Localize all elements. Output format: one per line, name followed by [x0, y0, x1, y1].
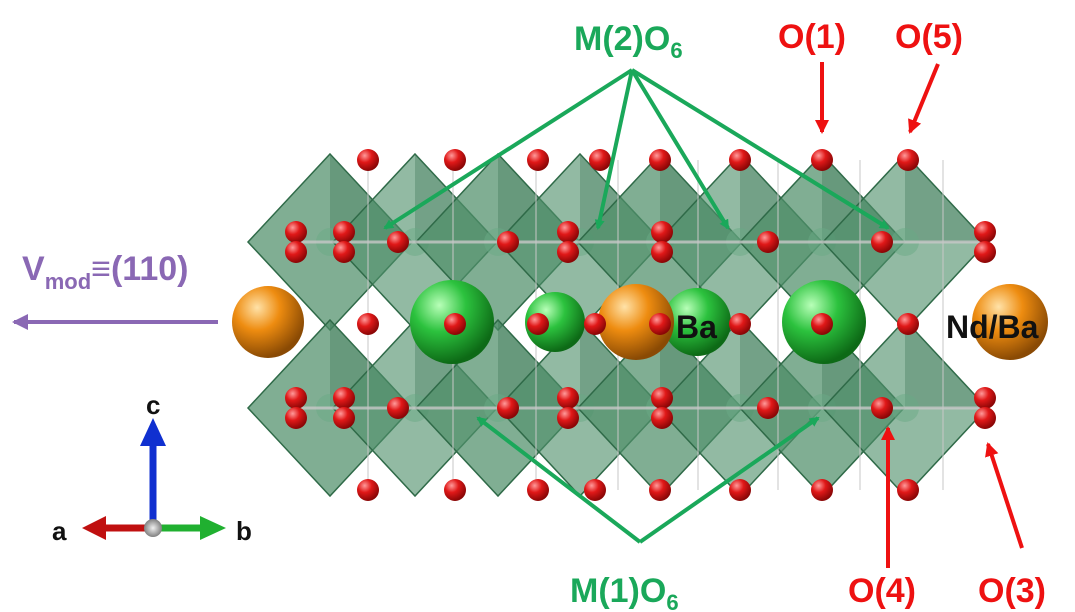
- oxygen-atom: [557, 387, 579, 409]
- oxygen-atom: [527, 313, 549, 335]
- oxygen-atom: [811, 313, 833, 335]
- oxygen-atom: [557, 221, 579, 243]
- ba-atom: [525, 292, 585, 352]
- oxygen-atom: [333, 221, 355, 243]
- nd-ba-atom: [232, 286, 304, 358]
- ba-atom: [663, 288, 731, 356]
- oxygen-atom: [557, 407, 579, 429]
- oxygen-atom: [333, 407, 355, 429]
- oxygen-atom: [333, 387, 355, 409]
- oxygen-atom: [811, 479, 833, 501]
- oxygen-atom: [757, 231, 779, 253]
- oxygen-site-arrows: [815, 62, 1024, 568]
- oxygen-atom: [651, 241, 673, 263]
- modulation-vector-label: Vmod≡(110): [22, 250, 188, 294]
- oxygen-atom: [651, 221, 673, 243]
- oxygen-atom: [871, 397, 893, 419]
- oxygen-atom: [497, 231, 519, 253]
- oxygen-atom: [285, 221, 307, 243]
- oxygen-atom: [584, 313, 606, 335]
- oxygen-atom: [387, 231, 409, 253]
- oxygen-atom: [729, 149, 751, 171]
- oxygen-atom: [285, 407, 307, 429]
- oxygen-atom: [285, 241, 307, 263]
- m2o6-arrows: [383, 68, 890, 230]
- oxygen-atom: [974, 407, 996, 429]
- oxygen-atom: [649, 313, 671, 335]
- oxygen-atom: [897, 313, 919, 335]
- oxygen-atom: [584, 479, 606, 501]
- o3-label: O(3): [978, 572, 1046, 610]
- oxygen-atom: [897, 479, 919, 501]
- ba-label: Ba: [676, 309, 717, 345]
- oxygen-atom: [974, 221, 996, 243]
- cations-layer: [232, 280, 1048, 364]
- oxygen-atom: [871, 231, 893, 253]
- axis-a-label: a: [52, 516, 67, 546]
- oxygen-atom: [557, 241, 579, 263]
- axis-c-label: c: [146, 390, 160, 420]
- oxygen-atom: [649, 479, 671, 501]
- oxygen-atom: [974, 387, 996, 409]
- oxygen-atom: [729, 313, 751, 335]
- oxygen-atom: [651, 387, 673, 409]
- oxygen-atom: [333, 241, 355, 263]
- oxygen-atom: [589, 149, 611, 171]
- oxygen-atom: [757, 397, 779, 419]
- m1o6-label: M(1)O6: [570, 572, 679, 612]
- nd-ba-atom: [972, 284, 1048, 360]
- oxygen-atom: [444, 149, 466, 171]
- oxygen-atoms-layer: [285, 149, 996, 501]
- oxygen-atom: [897, 149, 919, 171]
- oxygen-atom: [649, 149, 671, 171]
- m1o6-arrows: [476, 416, 820, 544]
- oxygen-atom: [527, 149, 549, 171]
- nd-ba-atom: [598, 284, 674, 360]
- axis-b-label: b: [236, 516, 252, 546]
- oxygen-atom: [651, 407, 673, 429]
- octahedron-face: [905, 154, 987, 242]
- oxygen-atom: [811, 149, 833, 171]
- oxygen-atom: [974, 241, 996, 263]
- oxygen-atom: [285, 387, 307, 409]
- oxygen-atom: [387, 397, 409, 419]
- axis-triad: [82, 418, 226, 540]
- octahedron-face: [905, 320, 987, 408]
- oxygen-atom: [444, 479, 466, 501]
- oxygen-atom: [357, 479, 379, 501]
- m2o6-label: M(2)O6: [574, 20, 683, 63]
- nd-ba-label: Nd/Ba: [946, 309, 1039, 345]
- oxygen-atom: [444, 313, 466, 335]
- oxygen-atom: [729, 479, 751, 501]
- oxygen-atom: [357, 313, 379, 335]
- o5-label: O(5): [895, 18, 963, 56]
- o4-label: O(4): [848, 572, 916, 610]
- oxygen-atom: [357, 149, 379, 171]
- oxygen-atom: [497, 397, 519, 419]
- o1-label: O(1): [778, 18, 846, 56]
- oxygen-atom: [527, 479, 549, 501]
